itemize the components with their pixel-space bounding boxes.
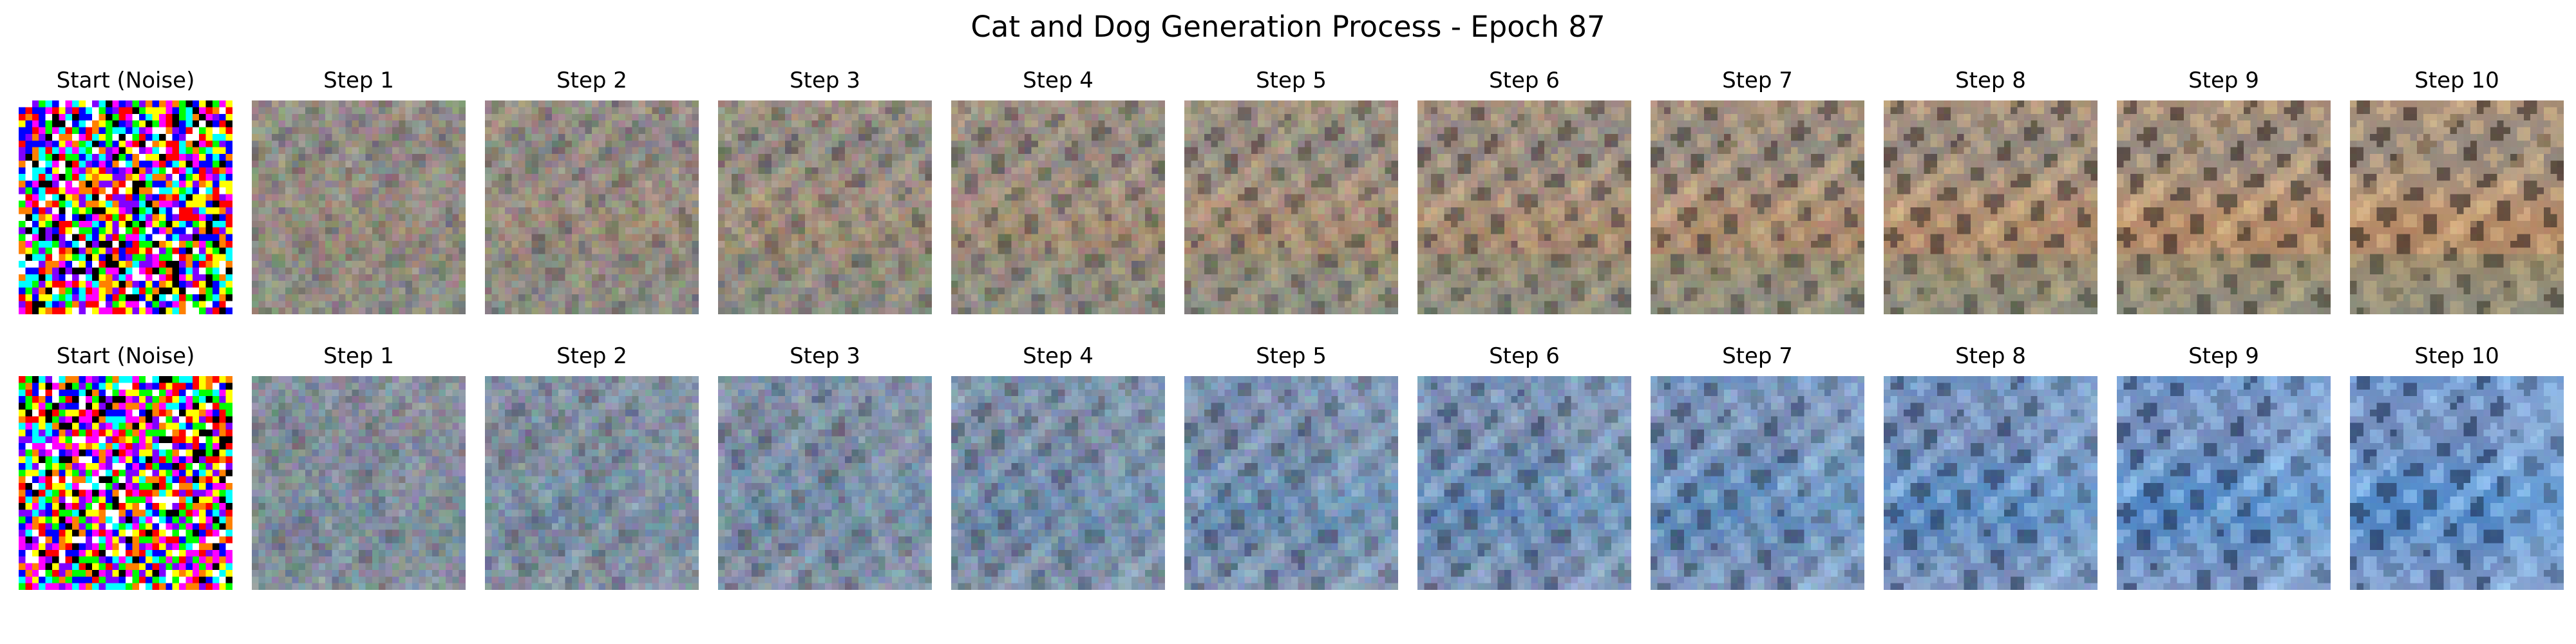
generation-panel: Step 7 bbox=[1651, 340, 1864, 611]
generated-image bbox=[718, 376, 932, 590]
generated-image bbox=[1184, 376, 1398, 590]
panel-title: Step 5 bbox=[1165, 64, 1417, 97]
generation-panel: Step 9 bbox=[2117, 340, 2331, 611]
generated-image bbox=[252, 376, 466, 590]
generation-panel: Step 4 bbox=[951, 64, 1165, 335]
generation-panel: Step 5 bbox=[1184, 340, 1398, 611]
generated-image bbox=[951, 100, 1165, 314]
panel-title: Step 7 bbox=[1631, 340, 1884, 372]
generated-image bbox=[2350, 100, 2564, 314]
generated-image bbox=[485, 376, 699, 590]
generation-panel: Start (Noise) bbox=[19, 64, 232, 335]
generation-panel: Step 4 bbox=[951, 340, 1165, 611]
panel-title: Step 6 bbox=[1398, 340, 1651, 372]
panel-title: Step 9 bbox=[2098, 340, 2350, 372]
generated-image bbox=[19, 376, 232, 590]
generation-panel: Step 2 bbox=[485, 64, 699, 335]
generated-image bbox=[2350, 376, 2564, 590]
generated-image bbox=[1417, 376, 1631, 590]
panel-title: Step 2 bbox=[466, 340, 718, 372]
panel-title: Step 3 bbox=[699, 64, 951, 97]
generation-panel: Step 8 bbox=[1884, 340, 2098, 611]
generation-panel: Step 6 bbox=[1417, 340, 1631, 611]
generation-panel: Step 1 bbox=[252, 64, 466, 335]
generated-image bbox=[252, 100, 466, 314]
panel-title: Step 10 bbox=[2331, 340, 2576, 372]
generation-panel: Step 1 bbox=[252, 340, 466, 611]
generated-image bbox=[2117, 376, 2331, 590]
panel-title: Step 8 bbox=[1864, 64, 2117, 97]
panel-title: Step 5 bbox=[1165, 340, 1417, 372]
panel-title: Step 9 bbox=[2098, 64, 2350, 97]
generation-panel: Step 10 bbox=[2350, 340, 2564, 611]
generation-panel: Start (Noise) bbox=[19, 340, 232, 611]
generated-image bbox=[1417, 100, 1631, 314]
generation-panel: Step 7 bbox=[1651, 64, 1864, 335]
figure-title: Cat and Dog Generation Process - Epoch 8… bbox=[0, 9, 2576, 45]
generation-panel: Step 5 bbox=[1184, 64, 1398, 335]
generated-image bbox=[485, 100, 699, 314]
panel-title: Step 1 bbox=[232, 64, 485, 97]
panel-title: Step 6 bbox=[1398, 64, 1651, 97]
generation-panel: Step 8 bbox=[1884, 64, 2098, 335]
generated-image bbox=[1651, 376, 1864, 590]
panel-title: Step 1 bbox=[232, 340, 485, 372]
generation-panel: Step 6 bbox=[1417, 64, 1631, 335]
panel-title: Step 3 bbox=[699, 340, 951, 372]
generation-panel: Step 9 bbox=[2117, 64, 2331, 335]
generation-panel: Step 10 bbox=[2350, 64, 2564, 335]
generation-panel: Step 2 bbox=[485, 340, 699, 611]
generated-image bbox=[19, 100, 232, 314]
generated-image bbox=[718, 100, 932, 314]
generation-panel: Step 3 bbox=[718, 64, 932, 335]
generated-image bbox=[1651, 100, 1864, 314]
panel-title: Step 8 bbox=[1864, 340, 2117, 372]
generation-panel: Step 3 bbox=[718, 340, 932, 611]
generated-image bbox=[2117, 100, 2331, 314]
panel-title: Step 10 bbox=[2331, 64, 2576, 97]
panel-title: Start (Noise) bbox=[0, 64, 252, 97]
panel-title: Step 7 bbox=[1631, 64, 1884, 97]
panel-title: Start (Noise) bbox=[0, 340, 252, 372]
panel-title: Step 2 bbox=[466, 64, 718, 97]
generated-image bbox=[951, 376, 1165, 590]
generated-image bbox=[1884, 376, 2098, 590]
panel-title: Step 4 bbox=[932, 340, 1184, 372]
generated-image bbox=[1884, 100, 2098, 314]
generated-image bbox=[1184, 100, 1398, 314]
panel-title: Step 4 bbox=[932, 64, 1184, 97]
